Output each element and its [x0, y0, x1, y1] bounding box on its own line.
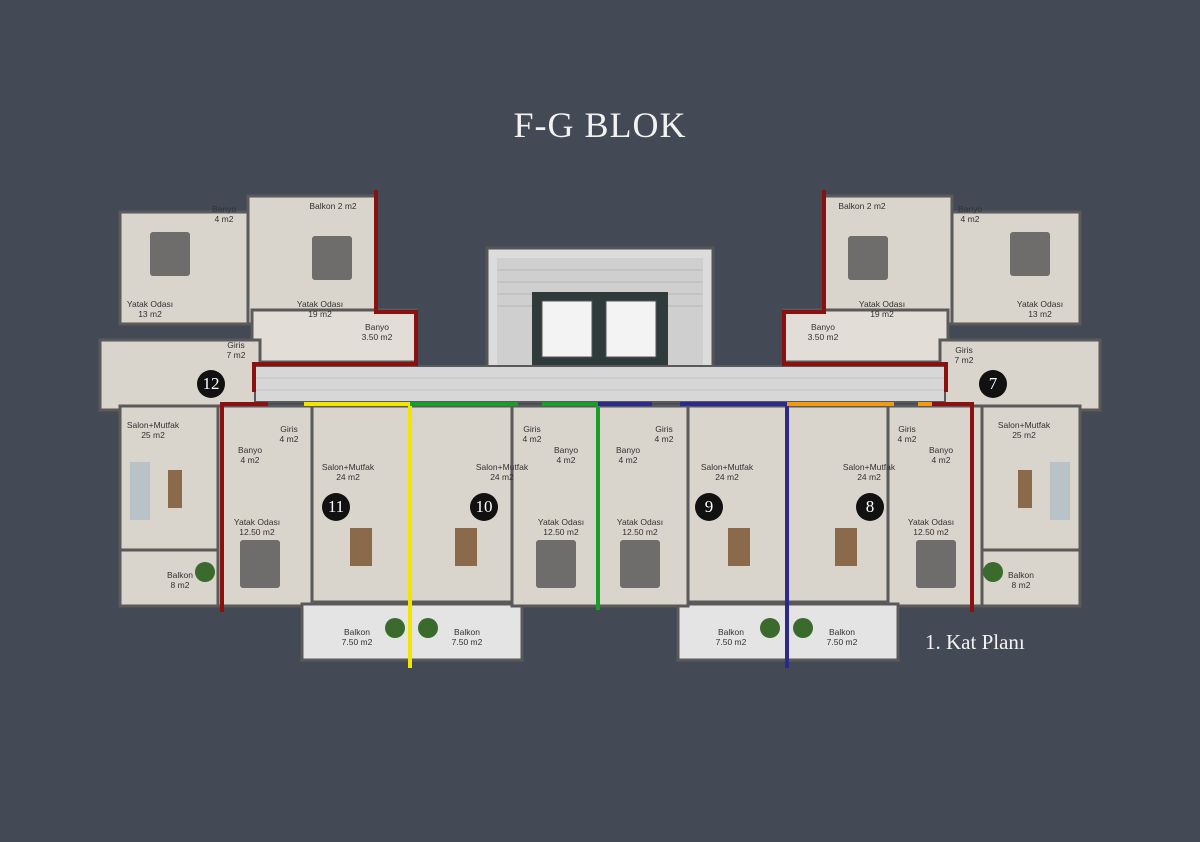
corridor [254, 365, 946, 403]
furniture [130, 232, 1070, 638]
unit-boundaries [220, 190, 974, 612]
floor-label: 1. Kat Planı [925, 630, 1025, 654]
stair-core [485, 246, 715, 372]
unit-number: 7 [979, 370, 1007, 398]
room-label: Balkon 2 m2 [309, 201, 357, 211]
unit-number: 8 [856, 493, 884, 521]
right-wing [596, 194, 1102, 662]
unit-number: 12 [197, 370, 225, 398]
room-label: Balkon 2 m2 [838, 201, 886, 211]
plan-title: F-G BLOK [513, 105, 687, 145]
unit-dividers [304, 402, 932, 668]
unit-number: 9 [695, 493, 723, 521]
unit-number: 11 [322, 493, 350, 521]
unit-number: 10 [470, 493, 498, 521]
